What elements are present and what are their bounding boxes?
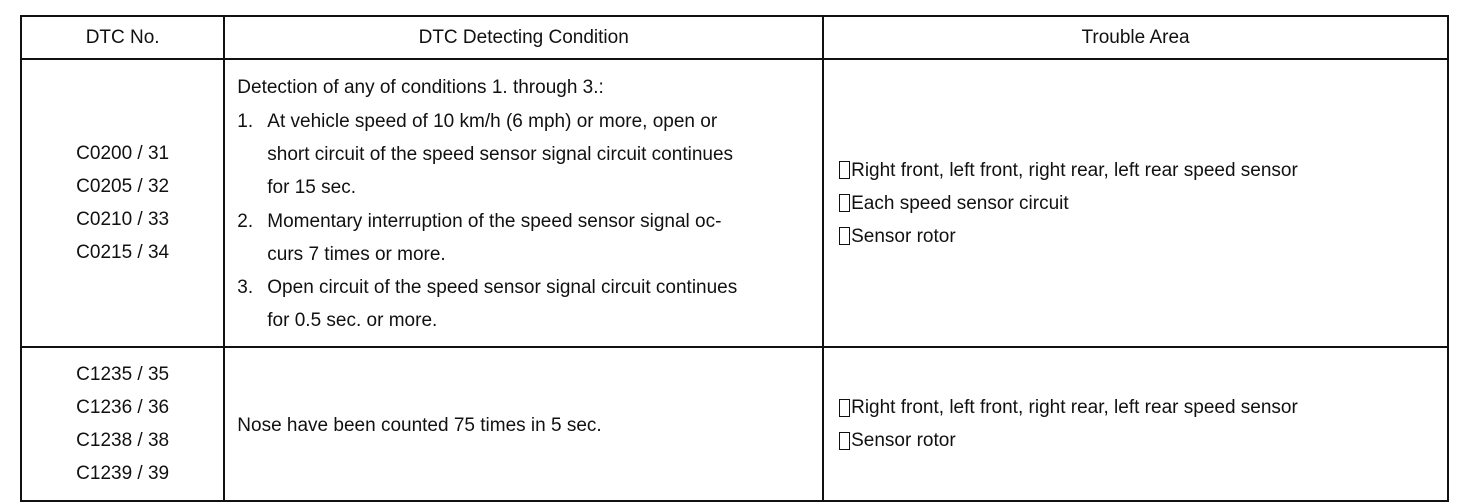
checkbox-icon	[839, 227, 851, 245]
condition-text: Momentary interruption of the speed sens…	[267, 205, 814, 272]
dtc-code: C0215 / 34	[76, 242, 170, 263]
header-dtc-no: DTC No.	[19, 15, 226, 60]
condition-line: curs 7 times or more.	[267, 243, 446, 265]
condition-line: Open circuit of the speed sensor signal …	[267, 277, 738, 299]
header-detecting-condition: DTC Detecting Condition	[223, 15, 825, 60]
dtc-code-cell: C1235 / 35 C1236 / 36 C1238 / 38 C1239 /…	[19, 346, 226, 502]
checkbox-icon	[839, 398, 851, 417]
trouble-area-text: Right front, left front, right rear, lef…	[851, 397, 1298, 418]
condition-item: 1. At vehicle speed of 10 km/h (6 mph) o…	[237, 105, 814, 205]
condition-item: 3. Open circuit of the speed sensor sign…	[237, 271, 814, 338]
dtc-table: DTC No. DTC Detecting Condition Trouble …	[19, 15, 1449, 502]
table-row: C1235 / 35 C1236 / 36 C1238 / 38 C1239 /…	[19, 346, 1449, 502]
header-trouble-area: Trouble Area	[822, 15, 1449, 60]
dtc-code: C0200 / 31	[76, 143, 170, 164]
condition-item: 2. Momentary interruption of the speed s…	[237, 205, 814, 272]
condition-number: 3.	[237, 277, 254, 299]
trouble-area-text: Sensor rotor	[851, 430, 956, 451]
dtc-code: C0210 / 33	[76, 209, 170, 230]
checkbox-icon	[839, 194, 851, 212]
condition-text: Nose have been counted 75 times in 5 sec…	[237, 414, 602, 436]
condition-line: short circuit of the speed sensor signal…	[267, 143, 734, 165]
trouble-area-text: Each speed sensor circuit	[851, 192, 1069, 214]
condition-number: 2.	[237, 210, 254, 232]
dtc-code: C1239 / 39	[76, 463, 170, 484]
condition-line: for 0.5 sec. or more.	[267, 310, 438, 332]
condition-cell: Detection of any of conditions 1. throug…	[223, 58, 825, 348]
condition-line: Momentary interruption of the speed sens…	[267, 210, 722, 232]
trouble-area-cell: Right front, left front, right rear, lef…	[822, 58, 1449, 348]
trouble-area-text: Sensor rotor	[851, 225, 956, 247]
condition-list: 1. At vehicle speed of 10 km/h (6 mph) o…	[237, 105, 814, 338]
checkbox-icon	[839, 161, 851, 179]
trouble-area-item: Right front, left front, right rear, lef…	[839, 154, 1447, 187]
condition-line: for 15 sec.	[267, 177, 356, 199]
dtc-code: C0205 / 32	[76, 176, 170, 197]
trouble-area-cell: Right front, left front, right rear, lef…	[822, 346, 1449, 502]
condition-text: Open circuit of the speed sensor signal …	[267, 271, 814, 338]
dtc-code: C1238 / 38	[76, 430, 170, 451]
trouble-area-item: Each speed sensor circuit	[839, 187, 1447, 220]
trouble-area-item: Right front, left front, right rear, lef…	[839, 391, 1447, 424]
trouble-area-item: Sensor rotor	[839, 424, 1447, 457]
condition-number: 1.	[237, 110, 254, 132]
trouble-area-text: Right front, left front, right rear, lef…	[851, 159, 1298, 181]
trouble-area-item: Sensor rotor	[839, 220, 1447, 253]
dtc-code: C1235 / 35	[76, 364, 170, 385]
table-row: C0200 / 31 C0205 / 32 C0210 / 33 C0215 /…	[19, 58, 1449, 348]
condition-text: At vehicle speed of 10 km/h (6 mph) or m…	[267, 105, 814, 205]
condition-cell: Nose have been counted 75 times in 5 sec…	[223, 346, 825, 502]
dtc-code-cell: C0200 / 31 C0205 / 32 C0210 / 33 C0215 /…	[19, 58, 226, 348]
header-row: DTC No. DTC Detecting Condition Trouble …	[19, 15, 1449, 60]
condition-line: At vehicle speed of 10 km/h (6 mph) or m…	[267, 110, 718, 132]
dtc-code: C1236 / 36	[76, 397, 170, 418]
condition-intro: Detection of any of conditions 1. throug…	[237, 77, 604, 99]
checkbox-icon	[839, 431, 851, 450]
